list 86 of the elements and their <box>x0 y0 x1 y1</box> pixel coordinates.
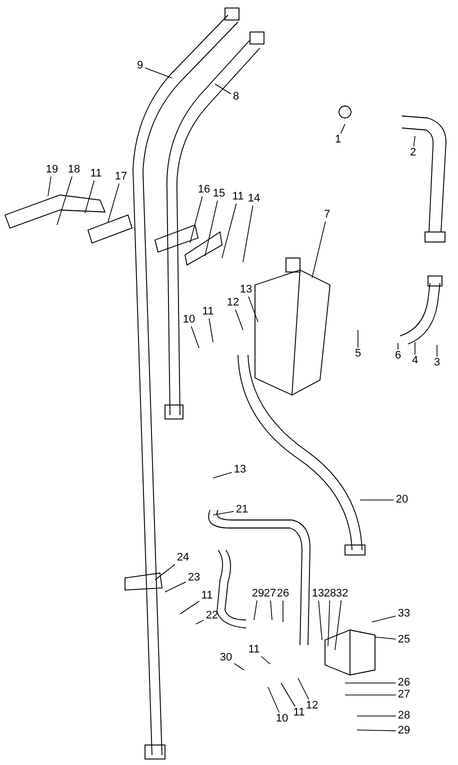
callout-number: 4 <box>410 356 420 366</box>
callout-number: 7 <box>322 210 332 220</box>
leader-line <box>318 600 322 640</box>
leader-line <box>48 176 52 196</box>
leader-line <box>436 344 438 357</box>
callout-number: 33 <box>396 608 412 620</box>
callout-number: 13 <box>310 588 326 600</box>
leader-line <box>180 600 200 614</box>
leader-line <box>235 309 244 330</box>
leader-line <box>344 694 396 696</box>
callout-number: 11 <box>231 192 245 202</box>
callout-number: 26 <box>396 678 412 688</box>
callout-number: 1 <box>334 134 342 146</box>
leader-line <box>212 472 232 478</box>
callout-number: 14 <box>246 194 262 204</box>
callout-number: 15 <box>212 188 226 200</box>
callout-number: 32 <box>334 588 350 600</box>
leader-line <box>190 196 203 244</box>
callout-number: 13 <box>232 464 248 476</box>
leader-line <box>242 205 254 262</box>
callout-number: 16 <box>196 184 212 196</box>
leader-line <box>356 730 396 732</box>
leader-line <box>414 342 416 355</box>
callout-number: 11 <box>201 306 215 318</box>
leader-line <box>261 656 270 664</box>
leader-line <box>268 686 280 713</box>
callout-number: 25 <box>396 634 412 646</box>
callout-number: 19 <box>44 164 60 176</box>
callout-number: 23 <box>186 572 202 584</box>
leader-line <box>372 616 396 622</box>
callout-number: 12 <box>304 700 320 712</box>
leader-line <box>84 180 95 214</box>
callout-number: 18 <box>66 164 82 176</box>
callout-number: 24 <box>176 552 190 564</box>
callout-number: 29 <box>250 588 266 600</box>
leader-line <box>190 326 200 348</box>
leader-line <box>208 318 214 342</box>
callout-number: 5 <box>354 348 362 360</box>
callout-number: 3 <box>432 358 442 368</box>
leader-line <box>248 296 258 322</box>
leader-line <box>312 221 326 278</box>
callout-number: 6 <box>394 350 402 362</box>
callout-number: 11 <box>292 708 306 718</box>
leader-line <box>108 183 120 222</box>
leader-line <box>154 564 176 580</box>
callout-number: 21 <box>234 504 250 516</box>
leader-line <box>328 600 330 646</box>
callout-number: 8 <box>232 92 240 102</box>
callout-number: 20 <box>394 494 410 506</box>
leader-line <box>164 582 186 592</box>
leader-line <box>334 600 342 650</box>
callout-number: 29 <box>396 726 412 736</box>
leader-line <box>234 663 244 670</box>
leader-line <box>204 200 218 256</box>
callout-number: 30 <box>218 652 234 664</box>
leader-line <box>340 124 346 134</box>
callout-number: 26 <box>276 588 290 600</box>
callout-number: 28 <box>322 588 338 600</box>
callout-number: 9 <box>136 60 144 72</box>
callout-number: 27 <box>396 690 412 700</box>
leader-line <box>374 636 396 640</box>
leader-line <box>280 682 296 707</box>
callout-number: 28 <box>396 710 412 722</box>
callout-number: 17 <box>114 172 128 182</box>
leader-line <box>222 203 237 258</box>
callout-number: 22 <box>204 610 220 622</box>
leader-line <box>254 600 258 620</box>
callout-number: 11 <box>247 644 261 656</box>
leader-line <box>413 136 416 147</box>
leader-line <box>344 682 396 684</box>
callout-number: 11 <box>200 590 214 602</box>
leader-line <box>282 600 284 622</box>
leader-line <box>214 84 232 94</box>
leader-line <box>196 620 204 624</box>
leader-line <box>212 511 234 516</box>
callout-number: 27 <box>262 588 278 600</box>
callout-number: 11 <box>89 168 103 180</box>
callout-number: 10 <box>274 714 290 724</box>
leader-line <box>144 68 172 78</box>
callout-number: 12 <box>226 298 240 308</box>
callout-number: 10 <box>182 314 196 326</box>
callout-number: 2 <box>408 148 418 158</box>
leader-line <box>270 600 272 620</box>
leader-line <box>298 678 310 700</box>
callout-number: 13 <box>238 284 254 296</box>
leader-line <box>56 176 72 226</box>
